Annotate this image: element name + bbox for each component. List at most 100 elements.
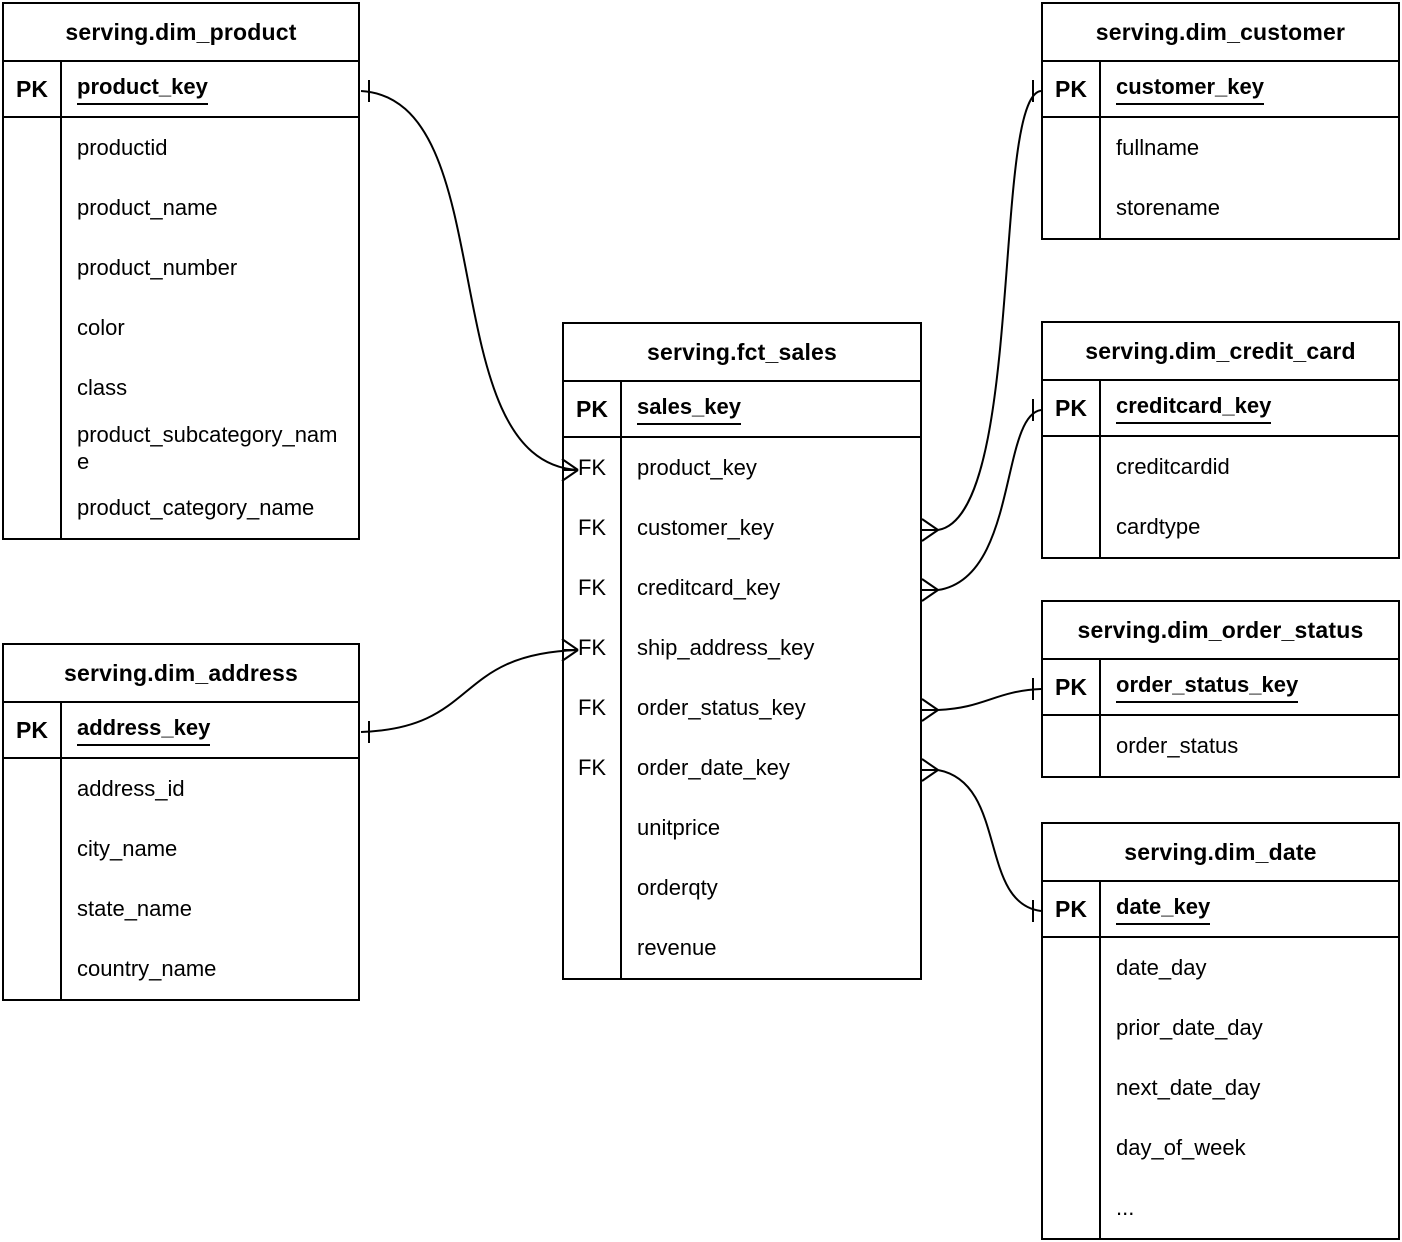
field-row: country_name bbox=[4, 939, 358, 999]
key-tag bbox=[4, 178, 62, 238]
field-cell: creditcard_key bbox=[622, 558, 920, 618]
field-cell: next_date_day bbox=[1101, 1058, 1398, 1118]
field-cell: product_key bbox=[622, 438, 920, 498]
key-tag bbox=[4, 358, 62, 418]
field-cell: product_key bbox=[62, 62, 358, 118]
field-name: day_of_week bbox=[1116, 1135, 1246, 1161]
key-tag: PK bbox=[1043, 381, 1101, 437]
key-tag bbox=[4, 478, 62, 538]
field-cell: ship_address_key bbox=[622, 618, 920, 678]
field-row: product_category_name bbox=[4, 478, 358, 538]
field-name: ... bbox=[1116, 1195, 1135, 1221]
field-cell: address_id bbox=[62, 759, 358, 819]
key-tag bbox=[4, 418, 62, 478]
field-row: class bbox=[4, 358, 358, 418]
key-tag: FK bbox=[564, 498, 622, 558]
field-name: orderqty bbox=[637, 875, 718, 901]
field-name: fullname bbox=[1116, 135, 1200, 161]
key-tag bbox=[564, 918, 622, 978]
key-tag bbox=[4, 238, 62, 298]
key-tag bbox=[1043, 938, 1101, 998]
field-cell: productid bbox=[62, 118, 358, 178]
many-cardinality-crow-foot bbox=[921, 518, 939, 542]
field-cell: product_subcategory_name bbox=[62, 418, 358, 478]
field-cell: sales_key bbox=[622, 382, 920, 438]
key-tag bbox=[564, 798, 622, 858]
relationship-date-to-sales[interactable] bbox=[921, 758, 1042, 922]
field-row: productid bbox=[4, 118, 358, 178]
relationship-line bbox=[937, 409, 1042, 591]
relationship-line bbox=[937, 769, 1042, 912]
table-title: serving.dim_customer bbox=[1043, 4, 1398, 62]
field-cell: fullname bbox=[1101, 118, 1398, 178]
field-cell: revenue bbox=[622, 918, 920, 978]
field-name: color bbox=[77, 315, 125, 341]
key-tag: PK bbox=[564, 382, 622, 438]
field-row: address_id bbox=[4, 759, 358, 819]
table-title: serving.dim_order_status bbox=[1043, 602, 1398, 660]
key-tag: PK bbox=[1043, 660, 1101, 716]
field-name: next_date_day bbox=[1116, 1075, 1261, 1101]
field-row: day_of_week bbox=[1043, 1118, 1398, 1178]
field-cell: order_date_key bbox=[622, 738, 920, 798]
field-cell: state_name bbox=[62, 879, 358, 939]
key-tag: FK bbox=[564, 678, 622, 738]
field-cell: product_number bbox=[62, 238, 358, 298]
key-tag bbox=[1043, 1178, 1101, 1238]
field-row: date_day bbox=[1043, 938, 1398, 998]
field-cell: product_category_name bbox=[62, 478, 358, 538]
field-cell: address_key bbox=[62, 703, 358, 759]
field-name: product_category_name bbox=[77, 495, 315, 521]
field-name: customer_key bbox=[1116, 73, 1264, 105]
field-cell: date_day bbox=[1101, 938, 1398, 998]
field-row: next_date_day bbox=[1043, 1058, 1398, 1118]
field-row: state_name bbox=[4, 879, 358, 939]
field-name: creditcardid bbox=[1116, 454, 1230, 480]
key-tag bbox=[1043, 178, 1101, 238]
key-tag bbox=[1043, 497, 1101, 557]
field-row: color bbox=[4, 298, 358, 358]
field-name: creditcard_key bbox=[1116, 392, 1272, 424]
relationship-product-to-sales[interactable] bbox=[360, 80, 579, 482]
field-name: product_name bbox=[77, 195, 218, 221]
key-tag: FK bbox=[564, 738, 622, 798]
field-name: date_day bbox=[1116, 955, 1207, 981]
many-cardinality-crow-foot bbox=[921, 698, 939, 722]
field-name: revenue bbox=[637, 935, 717, 961]
relationship-orderstatus-to-sales[interactable] bbox=[921, 678, 1042, 722]
field-cell: product_name bbox=[62, 178, 358, 238]
field-row: revenue bbox=[564, 918, 920, 978]
relationship-address-to-sales[interactable] bbox=[360, 638, 579, 743]
field-name: order_status bbox=[1116, 733, 1239, 759]
many-cardinality-crow-foot bbox=[921, 578, 939, 602]
key-tag: PK bbox=[1043, 62, 1101, 118]
relationship-line bbox=[360, 649, 579, 733]
field-cell: class bbox=[62, 358, 358, 418]
field-name: product_subcategory_name bbox=[77, 421, 338, 475]
field-name: unitprice bbox=[637, 815, 721, 841]
table-title: serving.fct_sales bbox=[564, 324, 920, 382]
relationship-creditcard-to-sales[interactable] bbox=[921, 399, 1042, 602]
field-cell: order_status_key bbox=[622, 678, 920, 738]
field-name: class bbox=[77, 375, 128, 401]
key-tag bbox=[4, 819, 62, 879]
relationship-line bbox=[937, 90, 1042, 531]
key-tag: PK bbox=[1043, 882, 1101, 938]
field-name: order_status_key bbox=[1116, 671, 1299, 703]
field-row: cardtype bbox=[1043, 497, 1398, 557]
field-name: product_key bbox=[637, 455, 757, 481]
field-name: country_name bbox=[77, 956, 217, 982]
field-cell: day_of_week bbox=[1101, 1118, 1398, 1178]
pk-row: PK creditcard_key bbox=[1043, 381, 1398, 437]
relationship-customer-to-sales[interactable] bbox=[921, 80, 1042, 542]
